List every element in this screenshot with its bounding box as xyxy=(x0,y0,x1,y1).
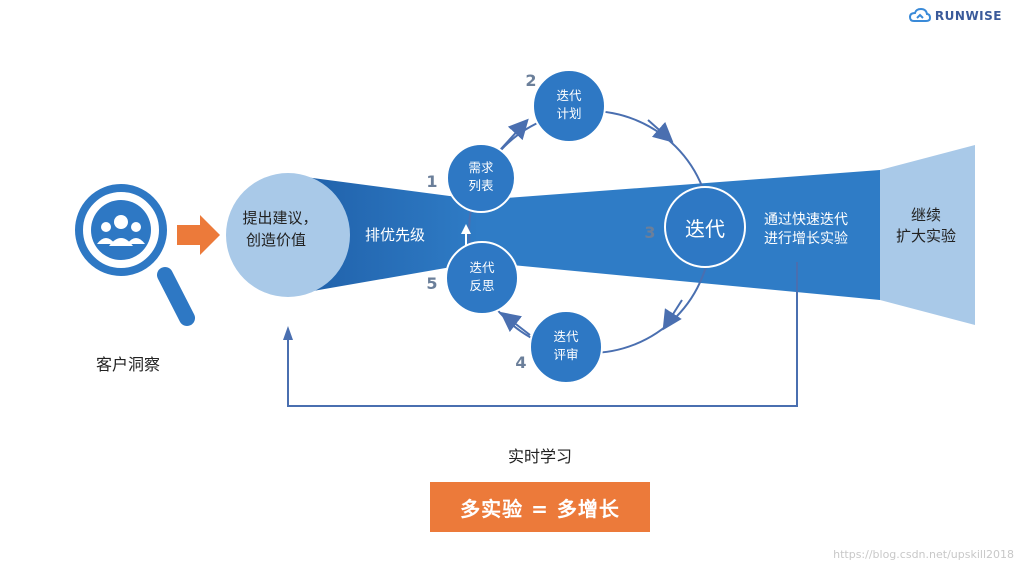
node-2: 迭代 计划 xyxy=(532,69,606,143)
cycle-arrow-1-2 xyxy=(499,118,529,151)
node-5-line1: 迭代 xyxy=(469,260,495,275)
scale-line1: 继续 xyxy=(911,206,941,224)
scale-line2: 扩大实验 xyxy=(896,227,956,245)
customer-insight-magnifier-icon xyxy=(75,184,195,326)
feedback-arrow-head xyxy=(283,326,293,340)
prioritize-label: 排优先级 xyxy=(365,226,425,244)
scale-trapezoid xyxy=(880,145,975,325)
watermark: https://blog.csdn.net/upskill2018 xyxy=(833,548,1014,561)
node-3-number: 3 xyxy=(644,223,655,242)
brand-name: RUNWISE xyxy=(934,9,1002,23)
cta-banner: 多实验 = 多增长 xyxy=(430,482,650,532)
runwise-logo: RUNWISE xyxy=(908,8,1002,24)
growth-line1: 通过快速迭代 xyxy=(764,212,848,228)
feedback-loop-line xyxy=(287,262,798,407)
feedback-label: 实时学习 xyxy=(508,447,572,466)
cycle-center-label: 迭代 xyxy=(685,217,725,241)
node-2-line1: 迭代 xyxy=(556,88,582,103)
customer-insight-label: 客户洞察 xyxy=(96,355,160,374)
node-5-line2: 反思 xyxy=(469,278,494,293)
node-1-line2: 列表 xyxy=(468,178,494,193)
cycle-arrow-2-3 xyxy=(647,119,674,143)
start-circle-line1: 提出建议， xyxy=(242,209,317,227)
node-5-number: 5 xyxy=(426,274,437,293)
node-4-line2: 评审 xyxy=(553,347,578,362)
node-1-line1: 需求 xyxy=(468,160,494,175)
start-circle-line2: 创造价值 xyxy=(246,231,306,249)
node-4-number: 4 xyxy=(515,353,526,372)
cycle-arrow-5-1-head xyxy=(461,224,471,234)
node-3: 迭代 xyxy=(664,186,746,268)
node-1-number: 1 xyxy=(426,172,437,191)
node-1: 需求 列表 xyxy=(446,143,516,213)
node-2-line2: 计划 xyxy=(556,106,581,121)
orange-arrow-icon xyxy=(177,215,220,255)
node-4: 迭代 评审 xyxy=(529,310,603,384)
node-5: 迭代 反思 xyxy=(445,241,519,315)
node-2-number: 2 xyxy=(525,71,536,90)
cycle-arrow-4-5 xyxy=(500,311,531,336)
node-4-line1: 迭代 xyxy=(553,329,579,344)
cycle-arrow-3-4 xyxy=(662,299,683,331)
cloud-logo-icon xyxy=(908,8,931,22)
growth-line2: 进行增长实验 xyxy=(764,231,848,247)
start-circle xyxy=(226,173,350,297)
